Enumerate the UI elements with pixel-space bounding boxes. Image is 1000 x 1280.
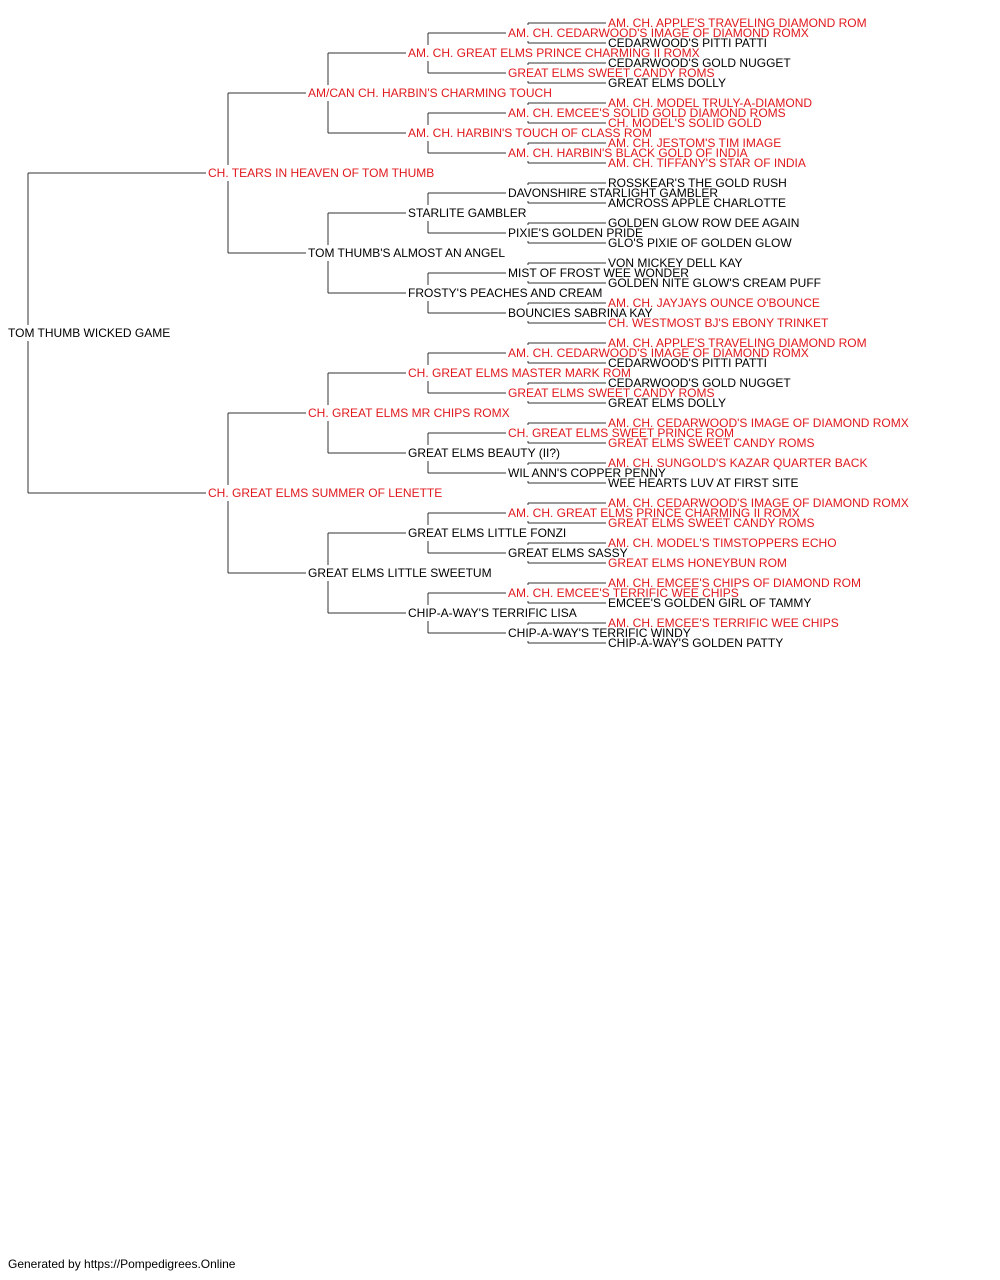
- ancestor-name: GREAT ELMS SWEET CANDY ROMS: [508, 386, 715, 400]
- ancestor-name: GREAT ELMS DOLLY: [608, 76, 727, 90]
- ancestor-name: AM. CH. GREAT ELMS PRINCE CHARMING II RO…: [508, 506, 800, 520]
- ancestor-name: GOLDEN GLOW ROW DEE AGAIN: [608, 216, 800, 230]
- ancestor-name: AM. CH. APPLE'S TRAVELING DIAMOND ROM: [608, 336, 867, 350]
- ancestor-name: CH. GREAT ELMS MASTER MARK ROM: [408, 366, 631, 380]
- ancestor-name: CEDARWOOD'S PITTI PATTI: [608, 356, 767, 370]
- ancestor-name: AM. CH. JAYJAYS OUNCE O'BOUNCE: [608, 296, 820, 310]
- ancestor-name: CH. WESTMOST BJ'S EBONY TRINKET: [608, 316, 829, 330]
- ancestor-name: AM. CH. GREAT ELMS PRINCE CHARMING II RO…: [408, 46, 700, 60]
- ancestor-name: DAVONSHIRE STARLIGHT GAMBLER: [508, 186, 719, 200]
- ancestor-name: CH. MODEL'S SOLID GOLD: [608, 116, 762, 130]
- ancestor-name: MIST OF FROST WEE WONDER: [508, 266, 689, 280]
- ancestor-name: AM/CAN CH. HARBIN'S CHARMING TOUCH: [308, 86, 552, 100]
- ancestor-name: AM. CH. EMCEE'S SOLID GOLD DIAMOND ROMS: [508, 106, 786, 120]
- ancestor-name: AM. CH. CEDARWOOD'S IMAGE OF DIAMOND ROM…: [608, 416, 909, 430]
- subject-dog-name: TOM THUMB WICKED GAME: [8, 326, 171, 340]
- ancestor-name: PIXIE'S GOLDEN PRIDE: [508, 226, 643, 240]
- ancestor-name: CH. GREAT ELMS MR CHIPS ROMX: [308, 406, 510, 420]
- ancestor-name: AM. CH. JESTOM'S TIM IMAGE: [608, 136, 782, 150]
- ancestor-name: AM. CH. CEDARWOOD'S IMAGE OF DIAMOND ROM…: [508, 26, 809, 40]
- ancestor-name: AM. CH. SUNGOLD'S KAZAR QUARTER BACK: [608, 456, 868, 470]
- ancestor-name: GREAT ELMS SWEET CANDY ROMS: [608, 436, 815, 450]
- ancestor-name: GREAT ELMS SWEET CANDY ROMS: [608, 516, 815, 530]
- ancestor-name: FROSTY'S PEACHES AND CREAM: [408, 286, 603, 300]
- ancestor-name: AMCROSS APPLE CHARLOTTE: [608, 196, 787, 210]
- ancestor-name: GOLDEN NITE GLOW'S CREAM PUFF: [608, 276, 821, 290]
- ancestor-name: AM. CH. CEDARWOOD'S IMAGE OF DIAMOND ROM…: [608, 496, 909, 510]
- ancestor-name: AM. CH. TIFFANY'S STAR OF INDIA: [608, 156, 806, 170]
- ancestor-name: AM. CH. APPLE'S TRAVELING DIAMOND ROM: [608, 16, 867, 30]
- ancestor-name: TOM THUMB'S ALMOST AN ANGEL: [308, 246, 506, 260]
- ancestor-name: STARLITE GAMBLER: [408, 206, 527, 220]
- ancestor-name: AM. CH. MODEL TRULY-A-DIAMOND: [608, 96, 813, 110]
- ancestor-name: AM. CH. EMCEE'S TERRIFIC WEE CHIPS: [508, 586, 739, 600]
- ancestor-name: GREAT ELMS HONEYBUN ROM: [608, 556, 787, 570]
- ancestor-name: GREAT ELMS BEAUTY (II?): [408, 446, 561, 460]
- ancestor-name: CEDARWOOD'S GOLD NUGGET: [608, 56, 791, 70]
- ancestor-name: CH. GREAT ELMS SWEET PRINCE ROM: [508, 426, 735, 440]
- ancestor-name: GREAT ELMS DOLLY: [608, 396, 727, 410]
- ancestor-name: WEE HEARTS LUV AT FIRST SITE: [608, 476, 799, 490]
- ancestor-name: ROSSKEAR'S THE GOLD RUSH: [608, 176, 787, 190]
- ancestor-name: CH. GREAT ELMS SUMMER OF LENETTE: [208, 486, 443, 500]
- ancestor-name: WIL ANN'S COPPER PENNY: [508, 466, 666, 480]
- ancestor-name: CHIP-A-WAY'S TERRIFIC LISA: [408, 606, 577, 620]
- ancestor-name: CEDARWOOD'S PITTI PATTI: [608, 36, 767, 50]
- ancestor-name: CHIP-A-WAY'S TERRIFIC WINDY: [508, 626, 691, 640]
- ancestor-name: AM. CH. HARBIN'S BLACK GOLD OF INDIA: [508, 146, 748, 160]
- ancestor-name: CHIP-A-WAY'S GOLDEN PATTY: [608, 636, 784, 650]
- ancestor-name: AM. CH. HARBIN'S TOUCH OF CLASS ROM: [408, 126, 652, 140]
- ancestor-name: GREAT ELMS LITTLE FONZI: [408, 526, 567, 540]
- footer-credit: Generated by https://Pompedigrees.Online: [8, 1257, 236, 1271]
- ancestor-name: CH. TEARS IN HEAVEN OF TOM THUMB: [208, 166, 435, 180]
- ancestor-name: GREAT ELMS SWEET CANDY ROMS: [508, 66, 715, 80]
- ancestor-name: GREAT ELMS SASSY: [508, 546, 628, 560]
- ancestor-name: GREAT ELMS LITTLE SWEETUM: [308, 566, 492, 580]
- ancestor-name: CEDARWOOD'S GOLD NUGGET: [608, 376, 791, 390]
- ancestor-name: VON MICKEY DELL KAY: [608, 256, 743, 270]
- ancestor-name: BOUNCIES SABRINA KAY: [508, 306, 653, 320]
- ancestor-name: EMCEE'S GOLDEN GIRL OF TAMMY: [608, 596, 812, 610]
- ancestor-name: AM. CH. EMCEE'S TERRIFIC WEE CHIPS: [608, 616, 839, 630]
- ancestor-name: AM. CH. CEDARWOOD'S IMAGE OF DIAMOND ROM…: [508, 346, 809, 360]
- ancestor-name: GLO'S PIXIE OF GOLDEN GLOW: [608, 236, 792, 250]
- ancestor-name: AM. CH. MODEL'S TIMSTOPPERS ECHO: [608, 536, 837, 550]
- ancestor-name: AM. CH. EMCEE'S CHIPS OF DIAMOND ROM: [608, 576, 861, 590]
